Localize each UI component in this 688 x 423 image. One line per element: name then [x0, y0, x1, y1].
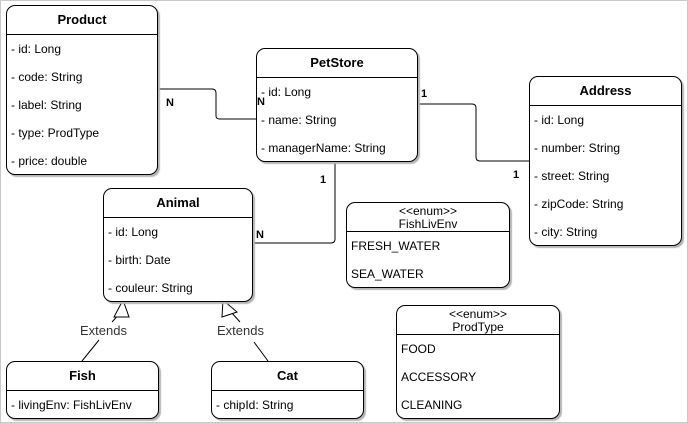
class-petstore-attr: - id: Long: [261, 85, 312, 99]
class-fish[interactable]: Fish - livingEnv: FishLivEnv: [6, 361, 159, 419]
class-petstore-name: PetStore: [257, 49, 417, 78]
enum-prodtype-value: FOOD: [401, 342, 436, 356]
class-animal[interactable]: Animal - id: Long - birth: Date - couleu…: [103, 188, 253, 302]
class-petstore-attr: - managerName: String: [261, 141, 386, 155]
class-fish-name: Fish: [7, 362, 158, 391]
enum-fishlivenv-name: FishLivEnv: [398, 217, 458, 231]
class-animal-attr: - birth: Date: [108, 253, 171, 267]
class-product-attr: - code: String: [11, 70, 83, 84]
product-petstore-association: [157, 88, 256, 120]
class-petstore-attr: - name: String: [261, 113, 337, 127]
extends-label: Extends: [79, 323, 128, 338]
enum-fishlivenv[interactable]: <<enum>> FishLivEnv FRESH_WATER SEA_WATE…: [346, 202, 510, 288]
extends-label: Extends: [216, 323, 265, 338]
class-product-attr: - label: String: [11, 98, 82, 112]
enum-stereotype: <<enum>>: [398, 204, 458, 218]
class-address-name: Address: [530, 77, 681, 106]
enum-prodtype-value: ACCESSORY: [401, 370, 477, 384]
cat-generalization-arrow: [221, 298, 238, 318]
enum-prodtype-value: CLEANING: [401, 398, 463, 412]
class-animal-attr: - id: Long: [108, 225, 159, 239]
class-address-attr: - zipCode: String: [534, 197, 624, 211]
class-petstore[interactable]: PetStore - id: Long - name: String - man…: [256, 48, 418, 162]
petstore-animal-association: [252, 162, 336, 244]
multiplicity-label: 1: [513, 169, 520, 181]
multiplicity-label: N: [166, 97, 174, 109]
enum-fishlivenv-value: SEA_WATER: [351, 267, 424, 281]
enum-fishlivenv-header: <<enum>> FishLivEnv: [347, 203, 509, 232]
petstore-address-association: [417, 103, 529, 162]
class-product-attr: - type: ProdType: [11, 126, 100, 140]
class-address-attr: - city: String: [534, 225, 598, 239]
class-animal-attr: - couleur: String: [108, 281, 193, 295]
class-address-attr: - street: String: [534, 169, 610, 183]
class-product-attr: - id: Long: [11, 42, 62, 56]
class-product[interactable]: Product - id: Long - code: String - labe…: [6, 5, 158, 175]
class-address[interactable]: Address - id: Long - number: String - st…: [529, 76, 682, 246]
class-address-attr: - number: String: [534, 141, 621, 155]
enum-prodtype[interactable]: <<enum>> ProdType FOOD ACCESSORY CLEANIN…: [396, 305, 560, 419]
enum-prodtype-header: <<enum>> ProdType: [397, 306, 559, 335]
multiplicity-label: 1: [421, 88, 428, 100]
class-address-attr: - id: Long: [534, 113, 585, 127]
class-cat-name: Cat: [212, 362, 363, 391]
multiplicity-label: N: [256, 229, 264, 241]
class-product-attr: - price: double: [11, 154, 88, 168]
multiplicity-label: 1: [320, 174, 327, 186]
fish-generalization-arrow: [113, 298, 130, 318]
enum-fishlivenv-value: FRESH_WATER: [351, 239, 441, 253]
multiplicity-label: N: [257, 96, 265, 108]
class-animal-name: Animal: [104, 189, 252, 218]
class-fish-attr: - livingEnv: FishLivEnv: [11, 398, 132, 412]
enum-stereotype: <<enum>>: [448, 307, 508, 321]
class-product-name: Product: [7, 6, 157, 35]
enum-prodtype-name: ProdType: [452, 320, 504, 334]
class-cat[interactable]: Cat - chipId: String: [211, 361, 364, 419]
class-cat-attr: - chipId: String: [216, 398, 294, 412]
